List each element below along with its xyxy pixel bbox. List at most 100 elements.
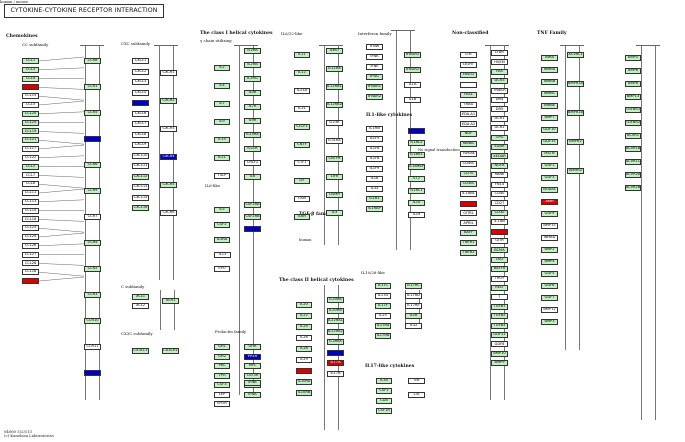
- gene-trailr[interactable]: TRAILR: [491, 87, 508, 94]
- gene-unlabeled[interactable]: [460, 200, 477, 207]
- gene-fn14[interactable]: FN14: [491, 181, 508, 188]
- gene-il23r[interactable]: IL23R: [326, 120, 343, 126]
- gene-tnfr2[interactable]: TNFR2: [460, 250, 477, 256]
- gene-opg[interactable]: OPG: [491, 134, 508, 141]
- gene-inhbd[interactable]: INHBD: [541, 235, 558, 241]
- gene-il18rap[interactable]: IL18RAP: [408, 164, 425, 170]
- gene-inha[interactable]: INHA: [541, 55, 558, 61]
- gene-bmp13[interactable]: BMP13: [625, 94, 641, 100]
- gene-cxcr2[interactable]: CXCR2: [160, 98, 177, 104]
- gene-gdf10[interactable]: GDF10: [541, 127, 558, 133]
- gene-lta[interactable]: LTA: [408, 392, 425, 398]
- gene-xedar[interactable]: XEDAR: [491, 153, 508, 160]
- gene-hvem[interactable]: HVEM: [491, 59, 508, 66]
- gene-bmp3[interactable]: BMP3: [541, 319, 558, 325]
- gene-il4[interactable]: IL4: [214, 83, 230, 89]
- gene-bmp10[interactable]: BMP10: [491, 350, 508, 357]
- gene-gitrl[interactable]: GITRL: [460, 210, 477, 217]
- gene-unlabeled[interactable]: [244, 226, 261, 232]
- gene-il28[interactable]: IL28: [296, 346, 312, 352]
- gene-ltbr[interactable]: LTBR: [491, 50, 508, 56]
- gene-il12[interactable]: IL12: [294, 70, 310, 76]
- gene-il7[interactable]: IL7: [214, 101, 230, 107]
- gene-dr5[interactable]: DR5: [491, 106, 508, 113]
- gene-il1f8[interactable]: IL1F8: [366, 156, 383, 162]
- gene-unlabeled[interactable]: [460, 81, 477, 88]
- gene-il20[interactable]: IL20: [296, 302, 312, 308]
- gene-amhr2[interactable]: AMHR2: [567, 168, 584, 174]
- gene-cd40l[interactable]: CD40L: [460, 160, 477, 167]
- gene-il34[interactable]: IL34: [376, 378, 392, 384]
- gene-relt[interactable]: RELT: [491, 285, 508, 291]
- gene-cxcl14[interactable]: CXCL14: [132, 194, 149, 201]
- gene-bmp5[interactable]: BMP5: [625, 55, 641, 61]
- gene-il31ra[interactable]: IL31RA: [326, 138, 343, 144]
- gene-ifnk[interactable]: IFNK: [366, 54, 383, 60]
- gene-osm[interactable]: OSM: [294, 196, 310, 202]
- gene-csf3[interactable]: CSF3: [214, 382, 230, 388]
- gene-il5[interactable]: IL5: [214, 207, 230, 213]
- gene-il26[interactable]: IL26: [296, 335, 312, 341]
- gene-csf1r[interactable]: CSF1R: [376, 408, 392, 414]
- gene-rank[interactable]: RANK: [491, 172, 508, 179]
- gene-ccl14[interactable]: CCL14: [22, 207, 39, 214]
- gene-prl[interactable]: PRL: [214, 363, 230, 369]
- gene-il32[interactable]: IL32: [405, 323, 422, 329]
- gene-csf2[interactable]: CSF2: [214, 222, 230, 228]
- gene-ccl11[interactable]: CCL11: [22, 190, 39, 196]
- gene-il1r1[interactable]: IL1R1: [366, 196, 383, 202]
- gene-cxcr6[interactable]: CXCR6: [160, 210, 177, 216]
- gene-il22[interactable]: IL22: [296, 313, 312, 319]
- gene-il6r[interactable]: IL6R: [294, 214, 310, 220]
- gene-osmr[interactable]: OSMR: [326, 192, 343, 198]
- gene-il10ra[interactable]: IL10RA: [296, 379, 312, 385]
- gene-ccl25[interactable]: CCL25: [22, 119, 39, 126]
- gene-ccl17[interactable]: CCL17: [22, 146, 39, 152]
- gene-cxcr5[interactable]: CXCR5: [160, 182, 177, 188]
- gene-il2rg[interactable]: IL2RG: [244, 76, 261, 82]
- gene-il28ra[interactable]: IL28RA: [327, 339, 344, 345]
- gene-inhbb[interactable]: INHBB: [541, 79, 558, 85]
- gene-ifne[interactable]: IFNE: [366, 64, 383, 70]
- gene-il23a[interactable]: IL23A: [294, 88, 310, 94]
- gene-il2rb[interactable]: IL2RB: [244, 62, 261, 68]
- gene-tweak[interactable]: TWEAK: [460, 151, 477, 157]
- gene-cx3cr1[interactable]: CX3CR1: [162, 348, 179, 354]
- gene-il17f[interactable]: IL17F: [375, 303, 391, 309]
- gene-cxcl5[interactable]: CXCL5: [132, 89, 149, 96]
- gene-fasl[interactable]: FASL: [460, 91, 477, 98]
- gene-il3[interactable]: IL3: [326, 210, 343, 216]
- gene-dcr2[interactable]: DCR2: [491, 125, 508, 132]
- gene-csf3r[interactable]: CSF3R: [244, 372, 261, 379]
- gene-il17re[interactable]: IL17RE: [405, 303, 422, 309]
- gene-cxcr4[interactable]: CXCR4: [160, 154, 177, 160]
- gene-il17a[interactable]: IL17A: [327, 360, 344, 366]
- gene-il1f6[interactable]: IL1F6: [366, 146, 383, 152]
- gene-ccl8[interactable]: CCL8: [22, 181, 39, 188]
- gene-acvr1b[interactable]: ACVR1B: [625, 146, 641, 152]
- gene-inhbc[interactable]: INHBC: [541, 91, 558, 97]
- gene-lif[interactable]: LIF: [294, 178, 310, 184]
- gene-ccl13[interactable]: CCL13: [22, 198, 39, 205]
- gene-cxcl8[interactable]: CXCL8: [132, 131, 149, 138]
- gene-xcl1[interactable]: XCL1: [132, 294, 149, 300]
- gene-tnfr1[interactable]: TNFR1: [460, 240, 477, 247]
- gene-prlr[interactable]: PRLR: [244, 353, 261, 360]
- gene-ngfr[interactable]: NGFR: [491, 162, 508, 169]
- gene-acvrl1[interactable]: ACVRL1: [567, 52, 584, 58]
- gene-cxcl6[interactable]: CXCL6: [132, 110, 149, 117]
- gene-xcl2[interactable]: XCL2: [132, 303, 149, 309]
- gene-ltb[interactable]: LTB: [460, 52, 477, 58]
- gene-tgfb1[interactable]: TGFB1: [491, 303, 508, 310]
- gene-il1rn[interactable]: IL1RN: [366, 126, 383, 132]
- gene-il20rb[interactable]: IL20RB: [327, 307, 344, 314]
- gene-il18r1[interactable]: IL18R1: [408, 152, 425, 158]
- gene-csf2ra[interactable]: CSF2RA: [244, 202, 261, 208]
- gene-ccl1[interactable]: CCL1: [22, 58, 39, 64]
- gene-cd70[interactable]: CD70: [460, 170, 477, 177]
- gene-amh[interactable]: AMH: [541, 199, 558, 205]
- gene-ccl16[interactable]: CCL16: [22, 216, 39, 223]
- gene-cd30l[interactable]: CD30L: [460, 180, 477, 187]
- gene-il21r[interactable]: IL21R: [244, 146, 261, 152]
- gene-crlf2[interactable]: CRLF2: [244, 160, 261, 166]
